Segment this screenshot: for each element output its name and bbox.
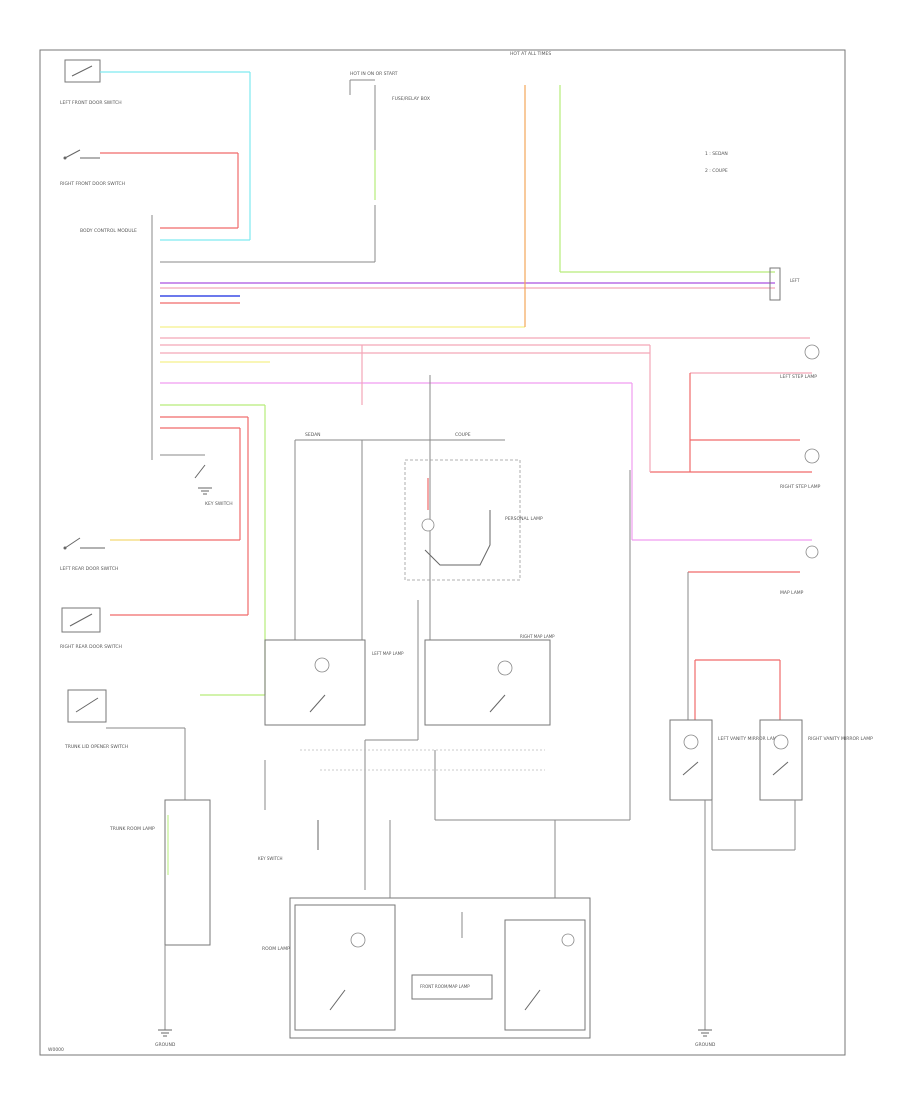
- right-vanity-label: RIGHT VANITY MIRROR LAMP: [808, 736, 873, 742]
- front-left-switch-label: LEFT FRONT DOOR SWITCH: [60, 100, 122, 106]
- ground-symbol-2: [698, 1029, 712, 1037]
- rear-right-door-switch: RIGHT REAR DOOR SWITCH: [60, 607, 122, 650]
- svg-text:LEFT MAP LAMP: LEFT MAP LAMP: [372, 651, 404, 656]
- rear-left-switch-label: LEFT REAR DOOR SWITCH: [60, 566, 118, 572]
- left-vanity-lamp: LEFT VANITY MIRROR LAMP: [669, 719, 780, 801]
- diagram-frame: [39, 49, 846, 1056]
- right-map-lamp: RIGHT MAP LAMP: [424, 634, 555, 726]
- key-switch-label: KEY SWITCH: [205, 501, 233, 507]
- fuse-block-left: HOT IN ON OR START FUSE/RELAY BOX: [349, 71, 430, 262]
- legend-item-2: 2 : COUPE: [705, 168, 728, 174]
- svg-text:KEY SWITCH: KEY SWITCH: [258, 856, 283, 861]
- left-step-lamp: LEFT STEP LAMP: [780, 344, 820, 380]
- fuse-block-label: FUSE/RELAY BOX: [392, 96, 430, 102]
- ground-symbol-1: [158, 1029, 172, 1037]
- right-step-lamp: RIGHT STEP LAMP: [780, 448, 821, 490]
- key-switch: KEY SWITCH: [160, 454, 233, 507]
- left-step-label: LEFT STEP LAMP: [780, 374, 817, 380]
- sedan-label: SEDAN: [305, 432, 321, 438]
- key-switch-2: KEY SWITCH: [258, 760, 319, 861]
- right-step-label: RIGHT STEP LAMP: [780, 484, 821, 490]
- front-right-door-switch: RIGHT FRONT DOOR SWITCH: [60, 149, 125, 187]
- left-map-lamp: LEFT MAP LAMP: [264, 639, 404, 726]
- ground-2-label: GROUND: [695, 1042, 716, 1048]
- ground-1-label: GROUND: [155, 1042, 176, 1048]
- trunk-room-lamp-module: TRUNK ROOM LAMP: [109, 799, 211, 946]
- trunk-switch-label: TRUNK LID OPENER SWITCH: [64, 744, 128, 750]
- coupe-label: COUPE: [455, 432, 471, 438]
- left-vanity-label: LEFT VANITY MIRROR LAMP: [718, 736, 780, 742]
- front-right-switch-label: RIGHT FRONT DOOR SWITCH: [60, 181, 125, 187]
- fuse-block-right: HOT AT ALL TIMES: [510, 51, 775, 327]
- room-lamp-module: ROOM LAMP FRONT ROOM/MAP LAMP: [262, 897, 591, 1039]
- front-room-label: FRONT ROOM/MAP LAMP: [420, 984, 470, 989]
- bcm-label: BODY CONTROL MODULE: [80, 228, 137, 234]
- right-vanity-lamp: RIGHT VANITY MIRROR LAMP: [759, 719, 873, 801]
- legend-item-1: 1 : SEDAN: [705, 151, 728, 157]
- trunk-lamp: MAP LAMP: [780, 545, 819, 596]
- map-lamp-label: MAP LAMP: [780, 590, 804, 596]
- personal-lamp-label: PERSONAL LAMP: [505, 516, 543, 522]
- front-left-door-switch: LEFT FRONT DOOR SWITCH: [60, 59, 122, 106]
- rear-left-door-switch: LEFT REAR DOOR SWITCH: [60, 537, 118, 572]
- personal-lamp-box: [404, 459, 521, 581]
- hot-run-b-label: HOT AT ALL TIMES: [510, 51, 551, 57]
- right-connector: LEFT: [769, 267, 800, 301]
- hot-run-a-label: HOT IN ON OR START: [350, 71, 398, 77]
- footer-code: W0000: [48, 1047, 64, 1053]
- trunk-room-label: TRUNK ROOM LAMP: [109, 826, 155, 832]
- personal-lamp: PERSONAL LAMP: [421, 478, 543, 566]
- svg-text:LEFT: LEFT: [790, 278, 800, 283]
- room-lamp-label: ROOM LAMP: [262, 946, 290, 952]
- rear-right-switch-label: RIGHT REAR DOOR SWITCH: [60, 644, 122, 650]
- trunk-switch: TRUNK LID OPENER SWITCH: [64, 689, 128, 750]
- svg-text:RIGHT MAP LAMP: RIGHT MAP LAMP: [520, 634, 555, 639]
- legend: 1 : SEDAN 2 : COUPE: [705, 151, 728, 174]
